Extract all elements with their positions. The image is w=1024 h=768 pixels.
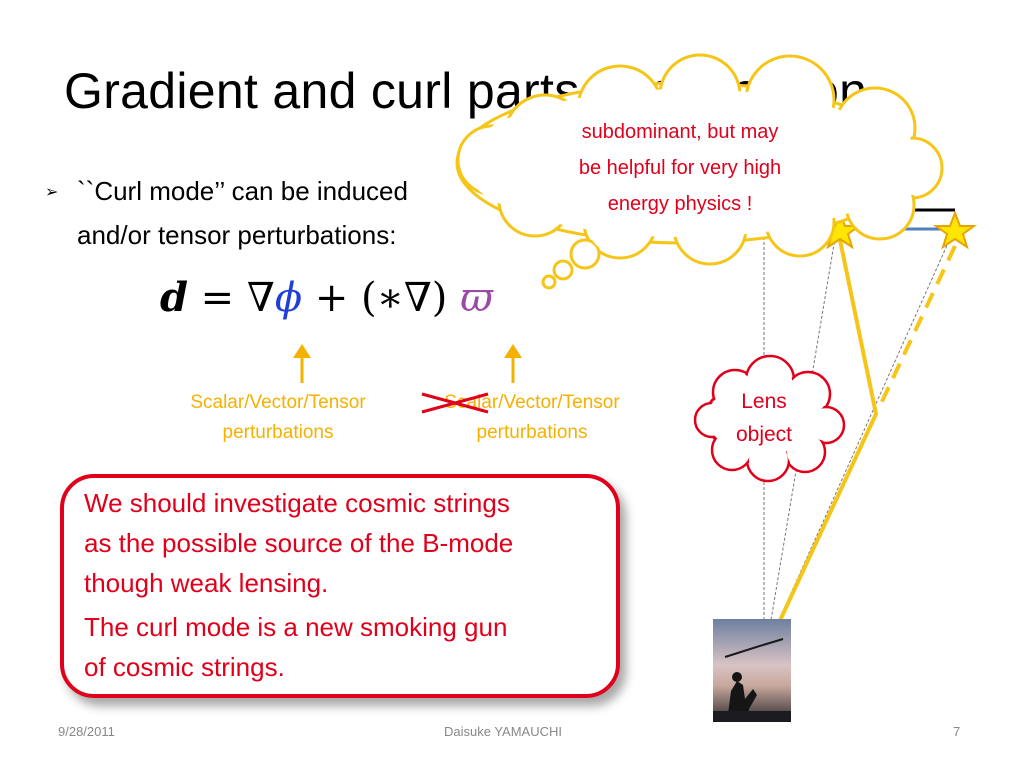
label-left-line-1: Scalar/Vector/Tensor [190,392,366,413]
callout-line-4: The curl mode is a new smoking gun [84,612,508,642]
cloud-line-1: subdominant, but may [581,121,779,143]
arrow-up-icon-left [293,344,311,383]
label-right-line-1: Scalar/Vector/Tensor [444,392,620,413]
equation-d: d [160,274,188,321]
star-icon [932,210,978,250]
bullet-line-1: ``Curl mode’’ can be induced [77,176,408,206]
bullet-line-2: and/or tensor perturbations: [77,220,397,250]
lens-line-1: Lens [741,390,787,413]
label-curl-sources: Scalar/Vector/Tensor perturbations [412,388,652,448]
lensed-ray-solid [768,239,879,643]
observer-photo [713,619,791,722]
bullet-arrow-icon: ➢ [45,184,59,201]
lens-line-2: object [735,423,793,446]
footer-author: Daisuke YAMAUCHI [444,724,562,739]
equation-varpi: ϖ [460,275,493,321]
equation-gradient: = ∇ [187,275,275,321]
callout-line-2: as the possible source of the B-mode [84,528,514,558]
callout-line-5: of cosmic strings. [84,652,285,682]
arrow-up-icon-right [504,344,522,383]
strike-cross-icon [421,392,489,414]
footer-page-number: 7 [953,724,961,739]
deflection-equation: d = ∇ϕ + (∗∇) ϖ [160,274,493,321]
conclusion-callout [60,474,620,698]
label-right-line-2: perturbations [476,422,588,443]
footer-date: 9/28/2011 [58,724,115,739]
equation-phi: ϕ [274,275,303,321]
thought-cloud-text: subdominant, but may be helpful for very… [540,114,820,222]
cloud-line-3: energy physics ! [607,193,753,215]
lensed-ray-dashed [876,245,957,411]
cloud-line-2: be helpful for very high [578,157,782,179]
callout-line-1: We should investigate cosmic strings [84,488,510,518]
callout-line-3: though weak lensing. [84,568,329,598]
label-gradient-sources: Scalar/Vector/Tensor perturbations [158,388,398,448]
label-left-line-2: perturbations [222,422,334,443]
equation-curl: + (∗∇) [302,275,461,321]
lens-object-label: Lens object [712,385,816,451]
